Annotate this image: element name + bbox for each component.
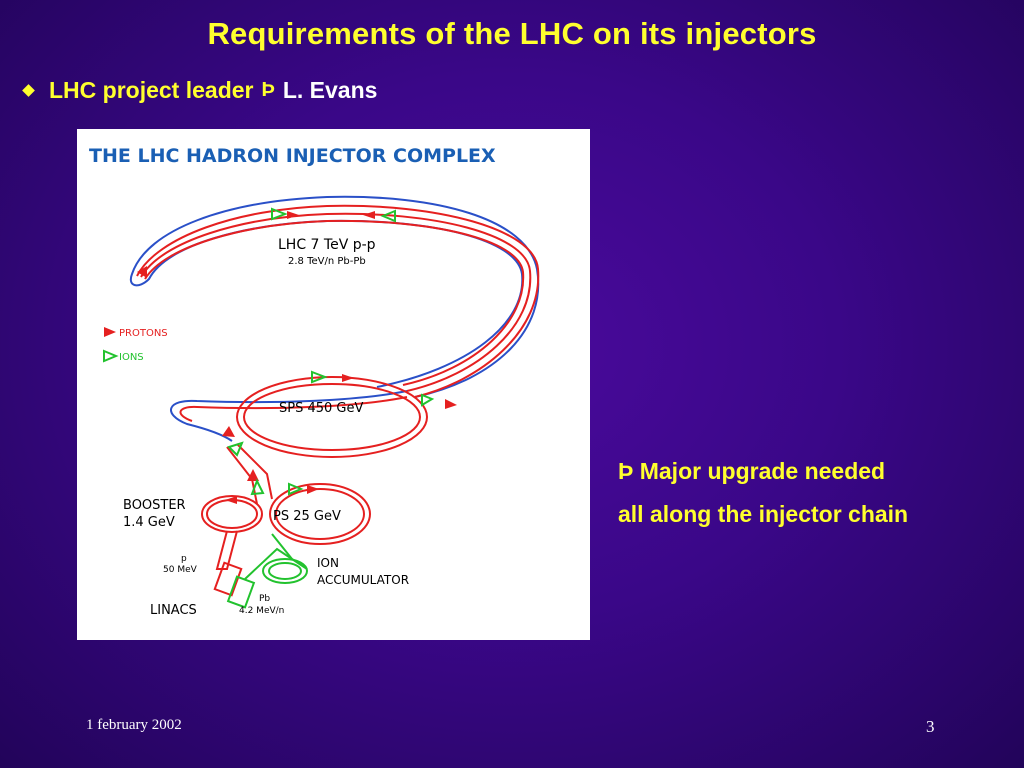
ions-legend-icon xyxy=(103,349,119,363)
ps-ring xyxy=(269,483,371,545)
ion-linac-energy: 4.2 MeV/n xyxy=(239,606,284,616)
bullet-label: LHC project leader xyxy=(49,76,254,103)
ion-accumulator-label: ION xyxy=(317,556,339,570)
diagram-title: THE LHC HADRON INJECTOR COMPLEX xyxy=(89,145,496,167)
legend-protons: PROTONS xyxy=(119,328,168,339)
sps-label: SPS 450 GeV xyxy=(279,401,363,416)
legend-ions: IONS xyxy=(119,352,144,363)
bullet-name: L. Evans xyxy=(282,76,378,103)
injector-complex-diagram: THE LHC HADRON INJECTOR COMPLEX xyxy=(77,129,590,640)
proton-linac-energy: 50 MeV xyxy=(163,565,198,575)
lhc-sublabel: 2.8 TeV/n Pb-Pb xyxy=(288,256,366,267)
sps-ring xyxy=(236,376,428,458)
diamond-bullet-icon xyxy=(22,83,35,97)
protons-legend-icon xyxy=(104,327,116,337)
implies-arrow-icon: Þ xyxy=(618,458,634,484)
linacs-label: LINACS xyxy=(150,603,197,618)
ion-linac-particle: Pb xyxy=(259,594,270,604)
page-number: 3 xyxy=(926,717,935,736)
direction-markers xyxy=(137,207,457,504)
upgrade-note-text-1: Major upgrade needed xyxy=(639,458,886,484)
booster-energy: 1.4 GeV xyxy=(123,515,175,530)
ps-label: PS 25 GeV xyxy=(273,509,341,524)
legend: PROTONS IONS xyxy=(103,327,168,363)
lhc-label: LHC 7 TeV p-p xyxy=(278,237,376,253)
linacs xyxy=(213,547,308,609)
upgrade-note: Þ Major upgrade needed all along the inj… xyxy=(618,450,908,536)
ion-accumulator xyxy=(262,533,308,584)
implies-arrow-icon: Þ xyxy=(261,78,275,101)
ion-accumulator-label-2: ACCUMULATOR xyxy=(317,573,409,587)
proton-linac-particle: p xyxy=(181,554,187,564)
booster-ring xyxy=(201,495,263,570)
lhc-ring xyxy=(129,195,540,398)
footer-date: 1 february 2002 xyxy=(86,717,182,733)
bullet-project-leader: LHC project leader Þ L. Evans xyxy=(20,76,377,104)
slide-title: Requirements of the LHC on its injectors xyxy=(207,16,817,51)
upgrade-note-line-1: Þ Major upgrade needed xyxy=(618,450,908,493)
booster-label: BOOSTER xyxy=(123,498,186,513)
upgrade-note-line-2: all along the injector chain xyxy=(618,501,909,527)
